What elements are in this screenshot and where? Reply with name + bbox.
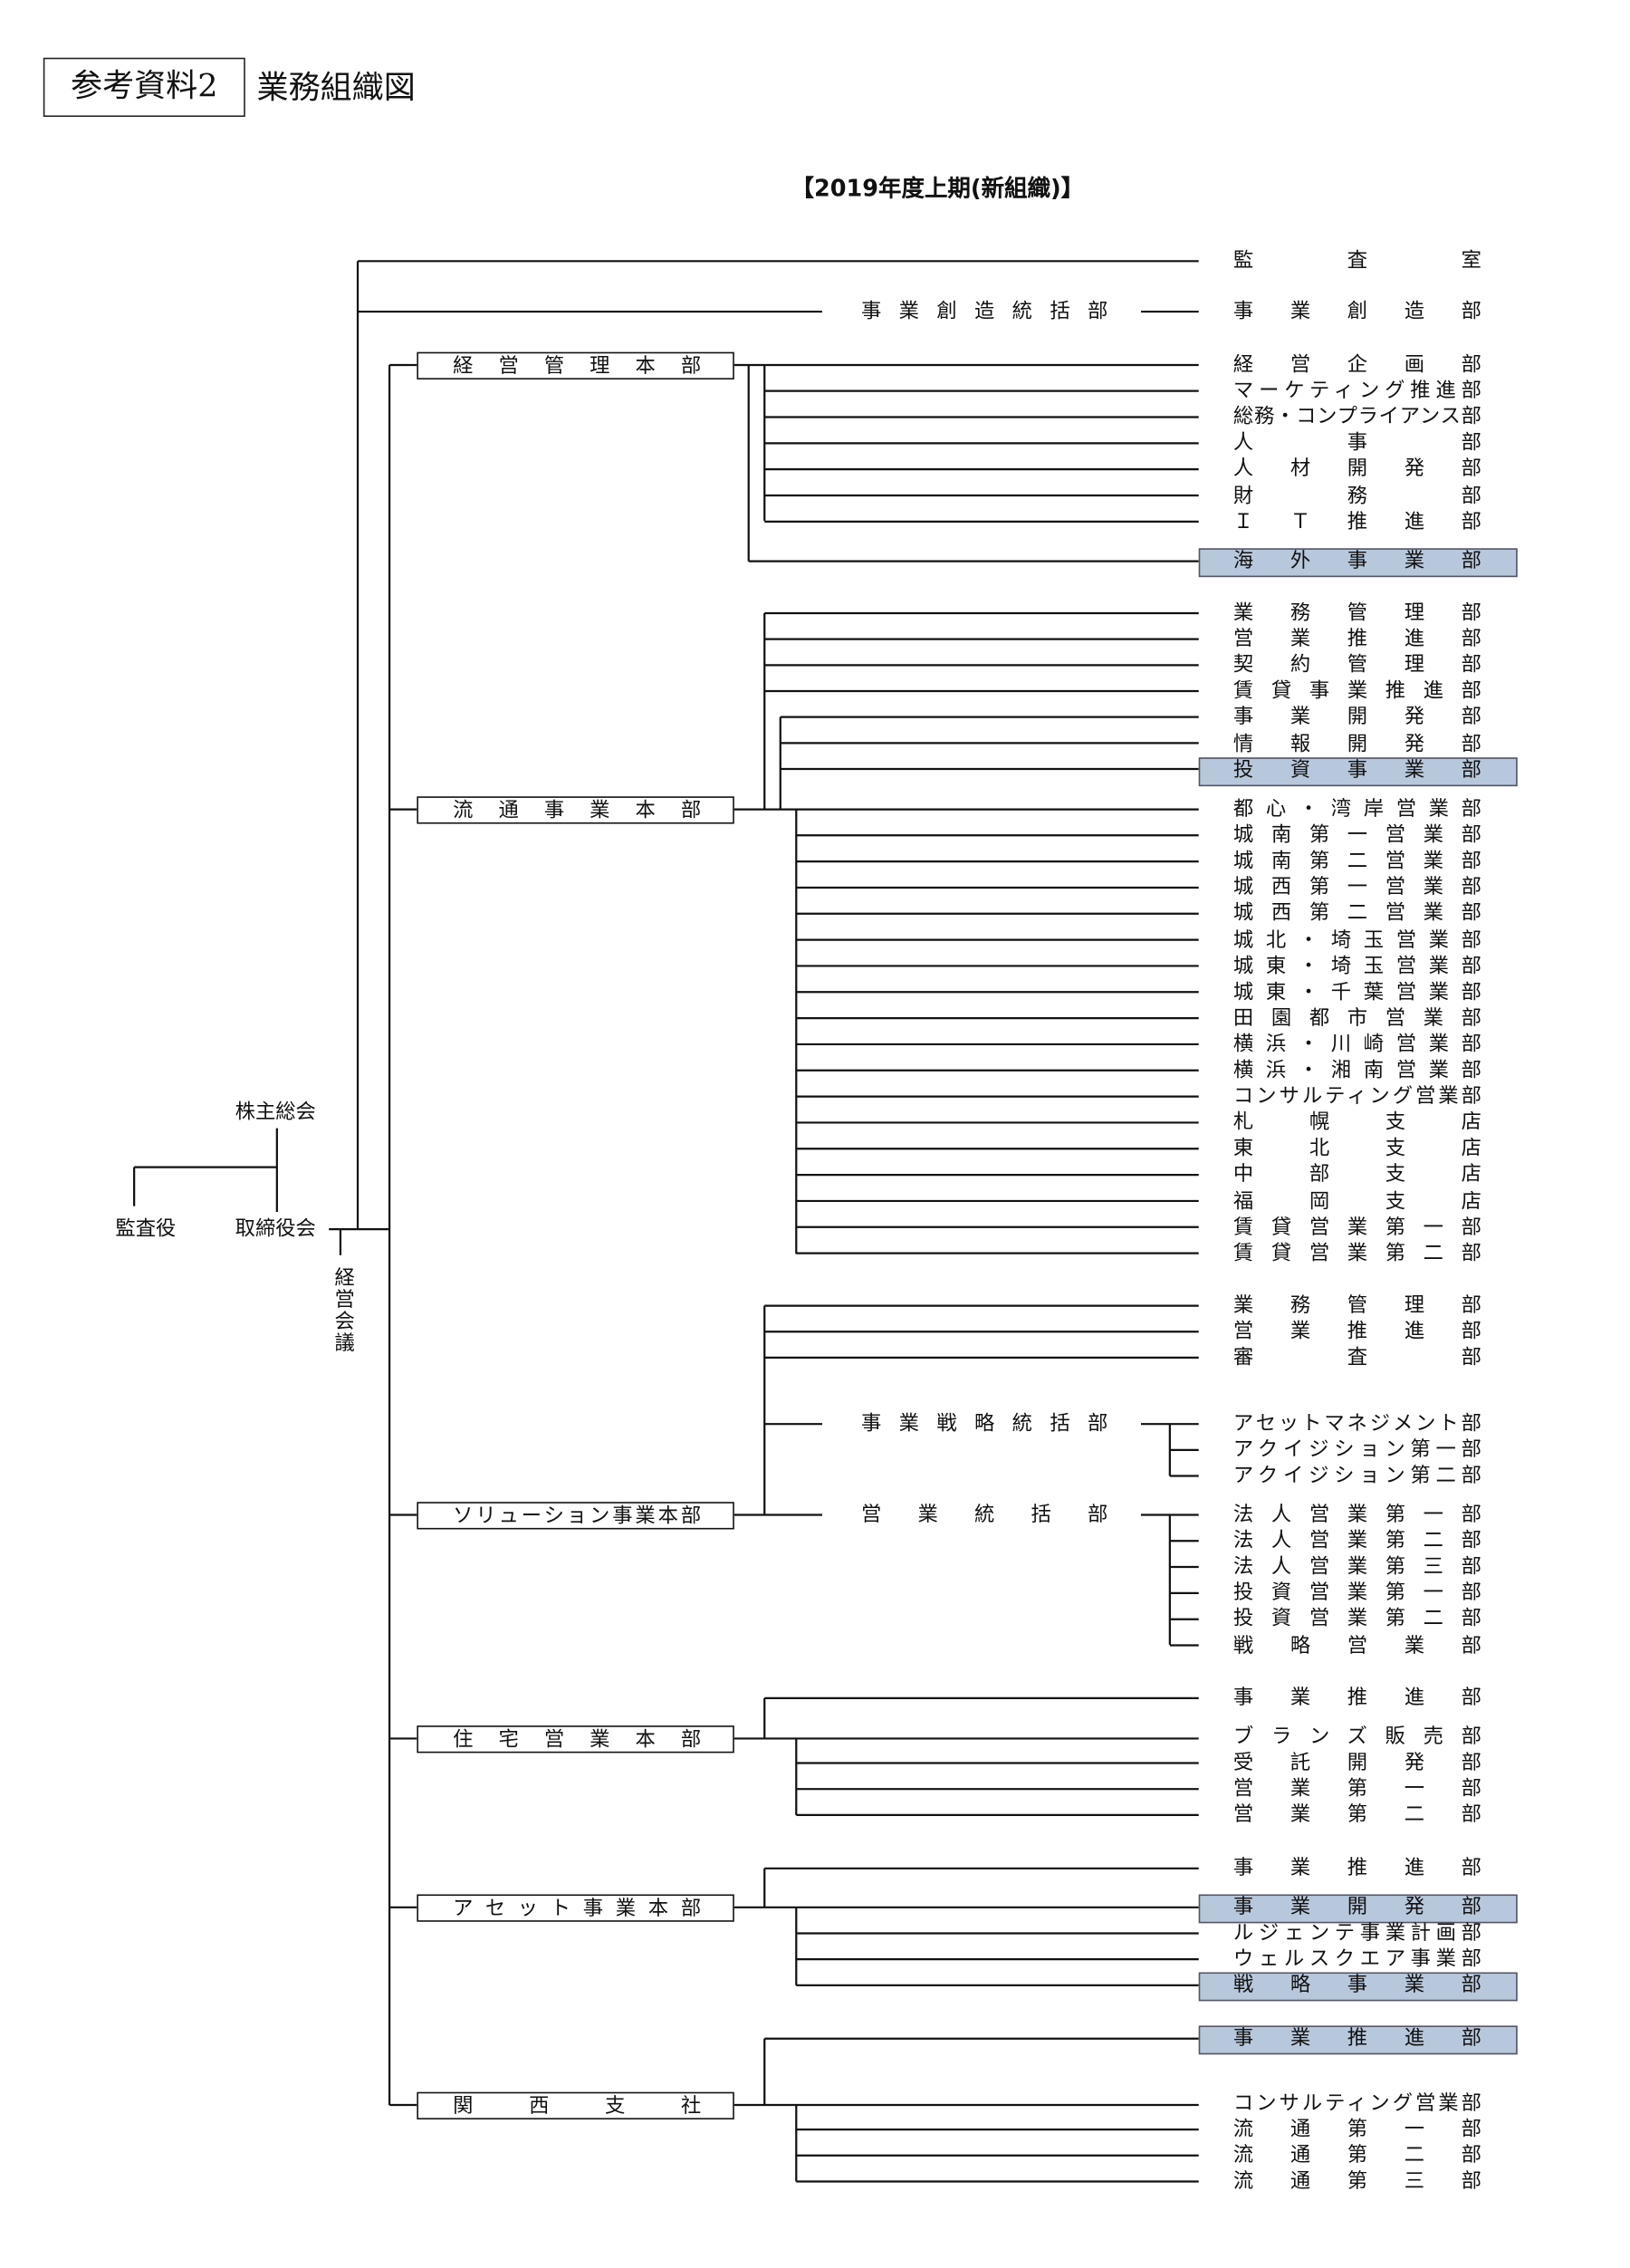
highlight-box bbox=[1198, 2025, 1518, 2055]
department-label: ブランズ販売部 bbox=[1232, 1725, 1481, 1749]
department-label: 営業推進部 bbox=[1232, 1320, 1481, 1343]
department-label: 人材開発部 bbox=[1232, 457, 1481, 482]
department-label: 城西第二営業部 bbox=[1232, 902, 1481, 926]
highlight-box bbox=[1198, 1894, 1518, 1924]
department-label: 営業第二部 bbox=[1232, 1803, 1481, 1827]
department-label: 営業第一部 bbox=[1232, 1777, 1481, 1801]
department-label: 業務管理部 bbox=[1232, 601, 1481, 625]
department-label: 流通第一部 bbox=[1232, 2118, 1481, 2141]
department-label: 事業推進部 bbox=[1232, 1857, 1481, 1880]
division-name: アセット事業本部 bbox=[453, 1897, 702, 1921]
department-label: 城東・埼玉営業部 bbox=[1232, 954, 1481, 978]
department-label: 投資営業第一部 bbox=[1232, 1581, 1481, 1605]
division-name: ソリューション事業本部 bbox=[453, 1504, 702, 1528]
department-label: 人事部 bbox=[1232, 431, 1481, 456]
division-name: 住宅営業本部 bbox=[453, 1728, 702, 1752]
department-label: 営業推進部 bbox=[1232, 628, 1481, 651]
department-label: 賃貸営業第二部 bbox=[1232, 1241, 1481, 1265]
department-label: 流通第二部 bbox=[1232, 2144, 1481, 2167]
department-label: 城南第一営業部 bbox=[1232, 823, 1481, 848]
department-label: 事業推進部 bbox=[1232, 2027, 1481, 2051]
department-label: 城西第一営業部 bbox=[1232, 876, 1481, 899]
department-label: 流通第三部 bbox=[1232, 2169, 1481, 2194]
chart-subtitle: 【2019年度上期(新組織)】 bbox=[791, 174, 1085, 203]
department-label: 契約管理部 bbox=[1232, 653, 1481, 678]
department-label: 東北支店 bbox=[1232, 1137, 1481, 1161]
shareholders-meeting: 株主総会 bbox=[235, 1100, 316, 1124]
department-label: 法人営業第二部 bbox=[1232, 1529, 1481, 1553]
business-creation-hq: 事業創造統括部 bbox=[860, 300, 1108, 323]
department-label: ルジェンテ事業計画部 bbox=[1232, 1921, 1481, 1946]
division-box: 住宅営業本部 bbox=[417, 1725, 734, 1754]
department-label: コンサルティング営業部 bbox=[1232, 1085, 1481, 1109]
department-label: 業務管理部 bbox=[1232, 1293, 1481, 1318]
division-box: 経営管理本部 bbox=[417, 351, 734, 380]
department-label: 総務・コンプライアンス部 bbox=[1232, 405, 1481, 429]
department-label: 中部支店 bbox=[1232, 1163, 1481, 1187]
department-label: 横浜・川崎営業部 bbox=[1232, 1033, 1481, 1056]
department-label: 審査部 bbox=[1232, 1346, 1481, 1369]
department-label: 札幌支店 bbox=[1232, 1110, 1481, 1135]
department-label: 城南第二営業部 bbox=[1232, 850, 1481, 874]
business-strategy-hq: 事業戦略統括部 bbox=[860, 1412, 1108, 1436]
department-label: 情報開発部 bbox=[1232, 732, 1481, 755]
auditor: 監査役 bbox=[115, 1217, 177, 1241]
department-label: 城東・千葉営業部 bbox=[1232, 980, 1481, 1004]
doc-label: 参考資料2 bbox=[43, 57, 245, 118]
division-box: アセット事業本部 bbox=[417, 1894, 734, 1922]
page-title: 業務組織図 bbox=[256, 71, 416, 107]
division-name: 流通事業本部 bbox=[453, 799, 702, 822]
department-label: 戦略事業部 bbox=[1232, 1974, 1481, 1997]
department-label: コンサルティング営業部 bbox=[1232, 2091, 1481, 2116]
department-label: 横浜・湘南営業部 bbox=[1232, 1059, 1481, 1082]
department-label: 財務部 bbox=[1232, 484, 1481, 507]
department-label: 田園都市営業部 bbox=[1232, 1006, 1481, 1031]
department-label: 監査室 bbox=[1232, 249, 1481, 274]
board-of-directors: 取締役会 bbox=[235, 1217, 316, 1241]
management-meeting: 経営会議 bbox=[331, 1266, 355, 1354]
department-label: 城北・埼玉営業部 bbox=[1232, 928, 1481, 952]
highlight-box bbox=[1198, 548, 1518, 578]
department-label: 投資営業第二部 bbox=[1232, 1608, 1481, 1631]
department-label: 海外事業部 bbox=[1232, 549, 1481, 573]
department-label: ウェルスクエア事業部 bbox=[1232, 1947, 1481, 1971]
department-label: 経営企画部 bbox=[1232, 353, 1481, 377]
department-label: アセットマネジメント部 bbox=[1232, 1412, 1481, 1436]
highlight-box bbox=[1198, 756, 1518, 786]
department-label: 事業創造部 bbox=[1232, 300, 1481, 323]
division-name: 経営管理本部 bbox=[453, 354, 702, 379]
department-label: 福岡支店 bbox=[1232, 1189, 1481, 1213]
division-box: ソリューション事業本部 bbox=[417, 1502, 734, 1530]
division-name: 関西支社 bbox=[453, 2094, 702, 2119]
department-label: アクイジション第一部 bbox=[1232, 1438, 1481, 1462]
division-box: 流通事業本部 bbox=[417, 796, 734, 824]
department-label: 事業開発部 bbox=[1232, 706, 1481, 730]
department-label: マーケティング推進部 bbox=[1232, 380, 1481, 403]
department-label: アクイジション第二部 bbox=[1232, 1464, 1481, 1488]
department-label: 戦略営業部 bbox=[1232, 1633, 1481, 1658]
department-label: 受託開発部 bbox=[1232, 1751, 1481, 1775]
department-label: 賃貸営業第一部 bbox=[1232, 1216, 1481, 1239]
department-label: 賃貸事業推進部 bbox=[1232, 679, 1481, 704]
highlight-box bbox=[1198, 1972, 1518, 2002]
division-box: 関西支社 bbox=[417, 2091, 734, 2119]
department-label: ＩＴ推進部 bbox=[1232, 510, 1481, 533]
department-label: 事業推進部 bbox=[1232, 1687, 1481, 1710]
department-label: 法人営業第一部 bbox=[1232, 1503, 1481, 1527]
department-label: 都心・湾岸営業部 bbox=[1232, 797, 1481, 822]
sales-hq: 営業統括部 bbox=[860, 1503, 1108, 1527]
department-label: 投資事業部 bbox=[1232, 758, 1481, 782]
department-label: 法人営業第三部 bbox=[1232, 1555, 1481, 1579]
department-label: 事業開発部 bbox=[1232, 1896, 1481, 1919]
